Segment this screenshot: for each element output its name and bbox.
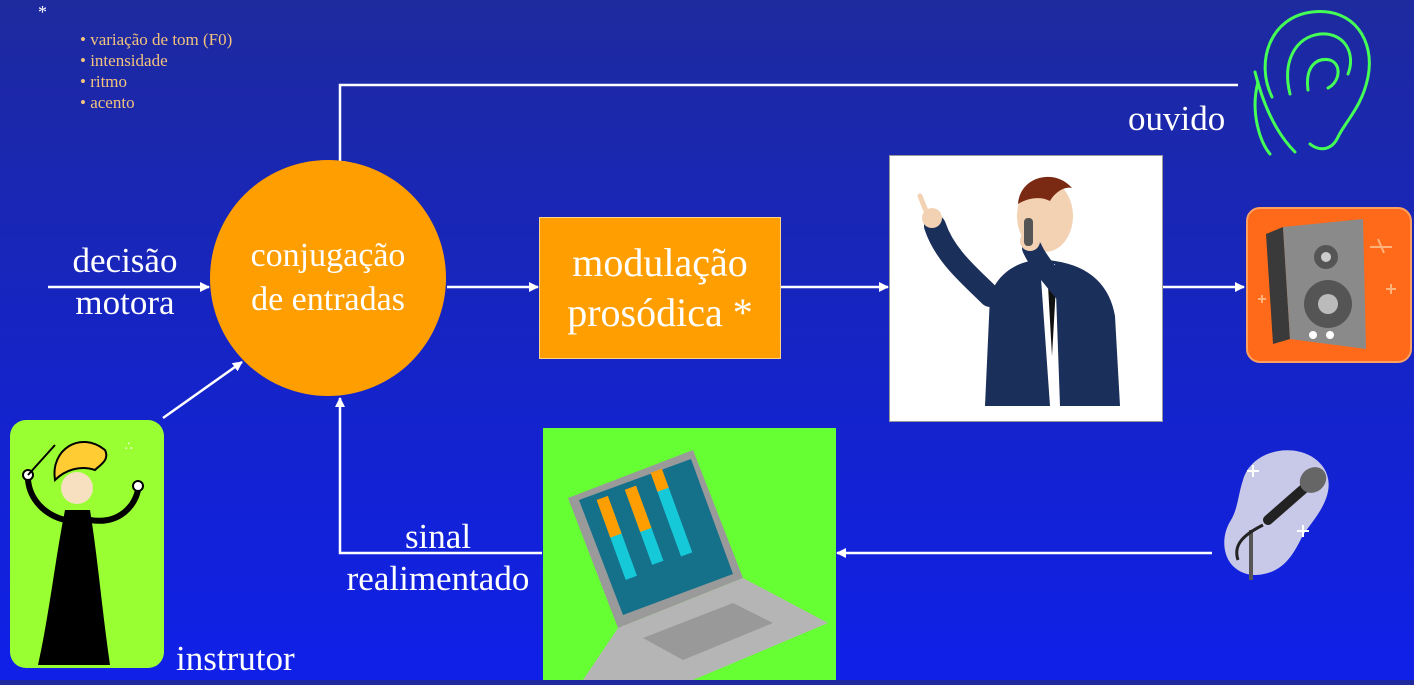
laptop-panel bbox=[543, 428, 836, 680]
speaker-icon bbox=[1258, 219, 1396, 349]
speaker-panel bbox=[1246, 207, 1412, 363]
prosody-notes: * variação de tom (F0) intensidade ritmo… bbox=[38, 2, 232, 113]
modulation-node: modulação prosódica * bbox=[539, 217, 781, 359]
conductor-icon: ∴ bbox=[22, 439, 144, 665]
notes-item: ritmo bbox=[80, 71, 232, 92]
ear-icon bbox=[1253, 10, 1371, 156]
notes-item: variação de tom (F0) bbox=[80, 29, 232, 50]
feedback-label: sinal realimentado bbox=[346, 517, 530, 598]
instructor-arrow bbox=[162, 360, 243, 420]
instructor-label: instrutor bbox=[176, 639, 295, 678]
decision-label: decisão motora bbox=[72, 241, 178, 322]
conductor-panel: ∴ bbox=[10, 420, 164, 668]
notes-item: intensidade bbox=[80, 50, 232, 71]
ear-feedback-line bbox=[335, 83, 1238, 171]
microphone-icon bbox=[1224, 450, 1329, 580]
notes-item: acento bbox=[80, 92, 232, 113]
svg-text:∴: ∴ bbox=[125, 439, 133, 453]
laptop-feedback-line bbox=[335, 397, 542, 555]
combiner-node: conjugação de entradas bbox=[210, 160, 446, 396]
ear-label: ouvido bbox=[1128, 99, 1226, 138]
singer-panel bbox=[889, 155, 1163, 422]
laptop-chart-icon bbox=[568, 450, 828, 680]
notes-list: variação de tom (F0) intensidade ritmo a… bbox=[80, 29, 232, 113]
notes-marker: * bbox=[38, 2, 47, 22]
singer-icon bbox=[917, 176, 1120, 406]
